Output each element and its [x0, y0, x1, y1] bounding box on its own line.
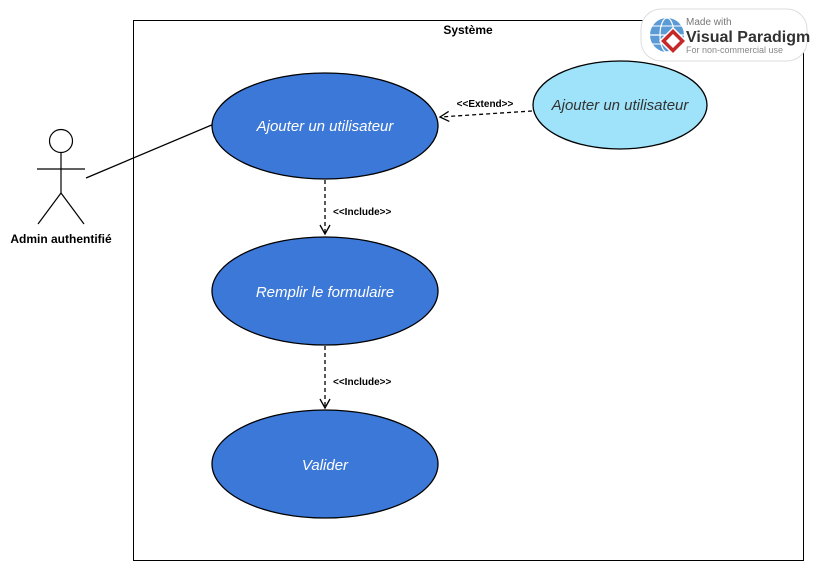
actor-head — [48, 128, 74, 154]
use-case-remplir-formulaire[interactable]: Remplir le formulaire — [211, 236, 439, 346]
include-stereotype-1: <<Include>> — [333, 207, 392, 218]
actor-admin[interactable]: Admin authentifié — [10, 128, 112, 247]
watermark-line3: For non-commercial use — [686, 45, 783, 55]
actor-label: Admin authentifié — [10, 232, 112, 246]
actor-right-leg — [60, 192, 85, 225]
include-stereotype-2: <<Include>> — [333, 377, 392, 388]
use-case-label: Ajouter un utilisateur — [256, 118, 395, 135]
association-line[interactable] — [85, 123, 215, 179]
use-case-ellipse — [211, 409, 439, 519]
use-case-valider[interactable]: Valider — [211, 409, 439, 519]
extend-line[interactable] — [438, 110, 533, 122]
visual-paradigm-watermark: Made with Visual Paradigm For non-commer… — [640, 8, 810, 62]
use-case-ellipse — [532, 60, 708, 150]
vp-logo-icon — [658, 26, 688, 56]
watermark-line2: Visual Paradigm — [686, 29, 810, 46]
use-case-label: Remplir le formulaire — [256, 284, 394, 301]
watermark-badge — [640, 8, 808, 62]
use-case-ellipse — [211, 72, 439, 180]
use-case-label: Valider — [302, 457, 349, 474]
use-case-ajouter-utilisateur-extension[interactable]: Ajouter un utilisateur — [532, 60, 708, 150]
system-label: Système — [443, 23, 493, 37]
actor-left-leg — [37, 192, 62, 225]
use-case-ajouter-utilisateur[interactable]: Ajouter un utilisateur — [211, 72, 439, 180]
extend-stereotype: <<Extend>> — [457, 99, 514, 110]
use-case-ellipse — [211, 236, 439, 346]
watermark-line1: Made with — [686, 17, 732, 28]
use-case-label: Ajouter un utilisateur — [551, 97, 690, 114]
